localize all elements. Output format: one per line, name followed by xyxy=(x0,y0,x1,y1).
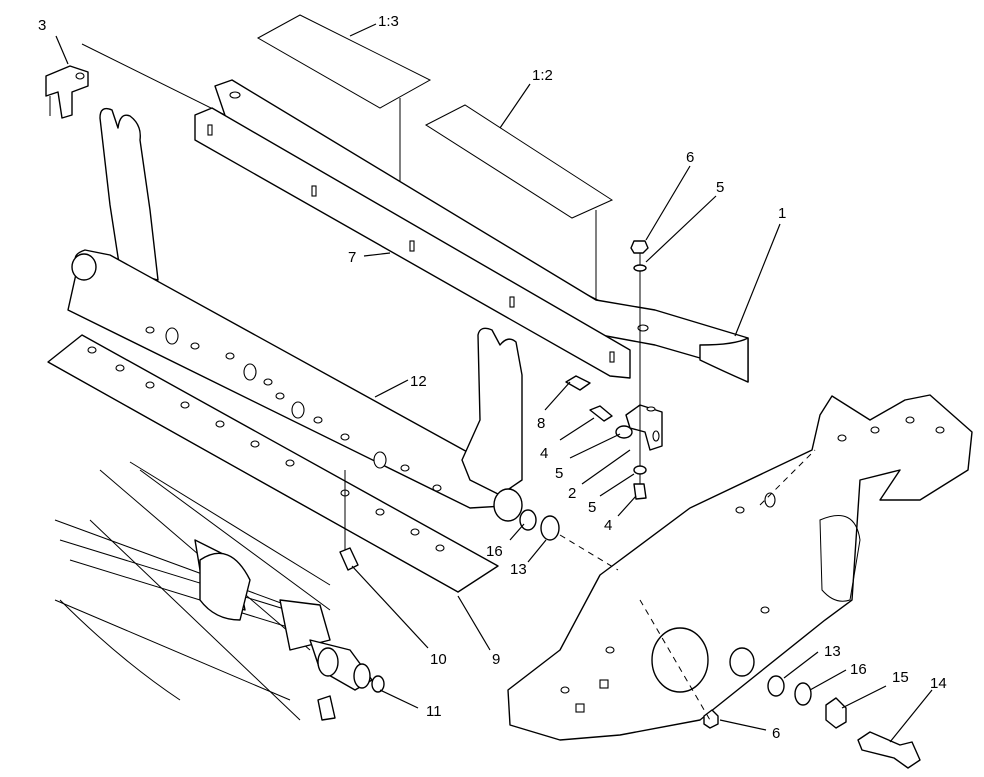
callout-7: 7 xyxy=(348,249,356,266)
callout-6-bottom: 6 xyxy=(772,725,780,742)
nut-part-6-top xyxy=(630,240,649,254)
callout-12: 12 xyxy=(410,373,427,390)
decal-part-1-2 xyxy=(424,104,614,302)
callout-11: 11 xyxy=(426,703,442,720)
leader-lines xyxy=(55,23,933,743)
callout-2: 2 xyxy=(568,485,576,502)
bracket-part-3 xyxy=(45,65,89,119)
hardware-group xyxy=(339,240,649,571)
callout-16-left: 16 xyxy=(486,543,503,560)
callout-16-right: 16 xyxy=(850,661,867,678)
callout-6-top: 6 xyxy=(686,149,694,166)
alignment-line-right xyxy=(759,449,816,506)
reel-part-11 xyxy=(54,461,385,721)
bolt-part-4-lower xyxy=(633,483,647,500)
callout-15: 15 xyxy=(892,669,909,686)
callout-13-right: 13 xyxy=(824,643,841,660)
alignment-line-upper xyxy=(559,534,619,571)
washer-part-13-left xyxy=(540,515,560,541)
bolt-part-10 xyxy=(339,547,359,571)
washer-part-5-low xyxy=(633,465,647,475)
side-plate xyxy=(507,394,973,741)
bracket-part-2 xyxy=(625,404,663,451)
frame-part-12 xyxy=(67,107,523,522)
callout-8: 8 xyxy=(537,415,545,432)
nut-part-15 xyxy=(825,697,847,729)
washer-part-13-right xyxy=(767,675,785,697)
callout-5-top: 5 xyxy=(716,179,724,196)
decal-part-1-3 xyxy=(256,14,432,192)
callout-4-upper: 4 xyxy=(540,445,548,462)
washer-part-5-top xyxy=(633,264,647,272)
bolt-part-14 xyxy=(857,731,921,769)
washer-part-16-left xyxy=(519,509,537,531)
bedknife-part-9 xyxy=(47,334,499,593)
bolt-part-8 xyxy=(565,375,591,391)
alignment-line-lower xyxy=(639,599,711,721)
right-hardware-group xyxy=(703,675,921,769)
bolt-part-4-upper xyxy=(589,405,613,422)
callout-5-low: 5 xyxy=(588,499,596,516)
callout-1-3: 1:3 xyxy=(378,13,399,30)
callout-1: 1 xyxy=(778,205,786,222)
washer-part-16-right xyxy=(794,682,812,706)
callout-3: 3 xyxy=(38,17,46,34)
washer-part-5-mid xyxy=(615,425,633,439)
strip-part-7 xyxy=(194,107,631,379)
callout-14: 14 xyxy=(930,675,947,692)
callout-5-mid: 5 xyxy=(555,465,563,482)
callout-1-2: 1:2 xyxy=(532,67,553,84)
nut-part-6-bottom xyxy=(703,709,719,729)
callout-10: 10 xyxy=(430,651,447,668)
callout-labels: 3 1:3 1:2 6 5 1 7 12 8 4 5 2 5 4 16 13 1… xyxy=(38,13,947,742)
callout-13-left: 13 xyxy=(510,561,527,578)
callout-4-lower: 4 xyxy=(604,517,612,534)
callout-9: 9 xyxy=(492,651,500,668)
